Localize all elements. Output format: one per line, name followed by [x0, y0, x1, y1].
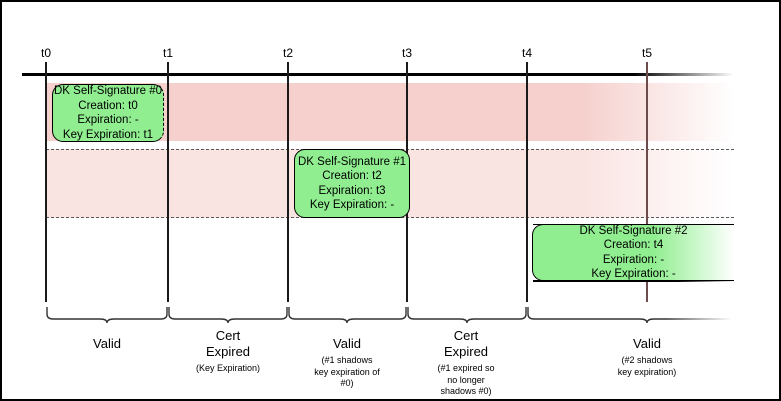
- period-label-1: Cert Expired (Key Expiration): [163, 328, 293, 375]
- period-status-0: Valid: [93, 336, 121, 351]
- signature-box-0-line-2: Expiration: -: [77, 114, 139, 126]
- period-note-1: (Key Expiration): [195, 363, 261, 373]
- signature-box-1-line-2: Expiration: t3: [318, 184, 386, 197]
- signature-box-2-line-3: Key Expiration: -: [591, 268, 676, 280]
- signature-box-0-line-0: DK Self-Signature #0: [53, 85, 163, 97]
- signature-box-0: DK Self-Signature #0 Creation: t0 Expira…: [52, 84, 164, 142]
- tick-line-t0: [45, 62, 47, 302]
- signature-box-2-line-2: Expiration: -: [602, 253, 665, 266]
- signature-box-0-line-3: Key Expiration: t1: [62, 128, 154, 141]
- tick-line-t2: [287, 62, 289, 302]
- timeline-axis: [22, 73, 734, 76]
- period-bracket-0: [46, 306, 168, 324]
- signature-box-2-line-1: Creation: t4: [603, 239, 664, 251]
- signature-box-0-line-1: Creation: t0: [78, 99, 138, 112]
- period-bracket-1: [168, 306, 288, 324]
- signature-box-1-line-0: DK Self-Signature #1: [297, 155, 407, 168]
- period-bracket-3: [407, 306, 527, 324]
- period-label-0: Valid: [47, 336, 167, 355]
- period-status-3: Cert Expired: [443, 328, 489, 359]
- period-status-4: Valid: [633, 336, 661, 351]
- tick-line-t1: [167, 62, 169, 302]
- period-bracket-2: [288, 306, 407, 324]
- tick-label-t1: t1: [162, 46, 174, 60]
- tick-label-t3: t3: [401, 46, 413, 60]
- tick-line-t5: [646, 62, 648, 302]
- tick-line-t4: [526, 62, 528, 302]
- tick-label-t4: t4: [521, 46, 533, 60]
- period-status-1: Cert Expired: [205, 328, 251, 359]
- signature-box-1-line-3: Key Expiration: -: [309, 199, 395, 211]
- tick-label-t2: t2: [282, 46, 294, 60]
- period-note-4: (#2 shadows key expiration): [617, 355, 677, 377]
- period-note-2: (#1 shadows key expiration of #0): [314, 355, 380, 388]
- signature-box-2: DK Self-Signature #2 Creation: t4 Expira…: [532, 223, 734, 282]
- tick-label-t0: t0: [40, 46, 52, 60]
- signature-box-2-line-0: DK Self-Signature #2: [579, 224, 688, 237]
- period-note-3: (#1 expired so no longer shadows #0): [437, 363, 495, 396]
- period-bracket-4: [527, 306, 737, 324]
- period-label-2: Valid (#1 shadows key expiration of #0): [282, 336, 412, 390]
- signature-box-1-line-1: Creation: t2: [322, 170, 382, 182]
- signature-box-1: DK Self-Signature #1 Creation: t2 Expira…: [294, 149, 410, 218]
- period-status-2: Valid: [333, 336, 361, 351]
- period-label-4: Valid (#2 shadows key expiration): [577, 336, 717, 378]
- period-label-3: Cert Expired (#1 expired so no longer sh…: [401, 328, 531, 398]
- tick-label-t5: t5: [641, 46, 653, 60]
